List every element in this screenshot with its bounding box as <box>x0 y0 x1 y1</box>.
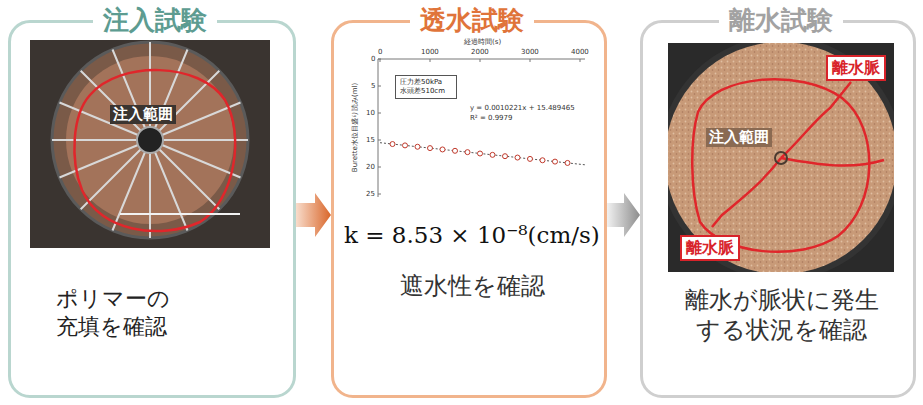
legend-text: 圧力差50kPa 水頭差510cm <box>400 78 452 96</box>
sand-disk <box>668 43 894 272</box>
axis-title: 経過時間(s) <box>464 38 501 47</box>
test-panel: 離水試験離水が脈状に発生 する状況を確認離水脈離水脈 <box>640 20 916 398</box>
hub <box>137 127 163 153</box>
panel-note: 遮水性を確認 <box>400 271 545 301</box>
permeability-chart <box>345 37 595 207</box>
injection-outline <box>74 70 235 231</box>
photo-label: 注入範囲 <box>110 105 176 124</box>
trend-line <box>380 143 585 165</box>
tick-label: 15 <box>366 136 375 145</box>
test-panel: 透水試験k = 8.53 × 10⁻⁸(cm/s)遮水性を確認圧力差50kPa … <box>331 20 607 398</box>
tick-label: 20 <box>366 163 375 172</box>
vein-callout: 離水脈 <box>680 235 740 261</box>
panel-note: 離水が脈状に発生 する状況を確認 <box>679 285 884 345</box>
photo-label: 注入範囲 <box>706 128 772 147</box>
tick-label: 5 <box>371 82 375 91</box>
flow-arrow <box>607 193 640 237</box>
rim <box>668 43 894 272</box>
plate <box>52 42 248 238</box>
callout-text: 離水脈 <box>686 238 734 258</box>
injection-photo <box>30 40 270 248</box>
chart-ticks <box>378 59 580 194</box>
tick-label: 10 <box>366 109 375 118</box>
chart-legend-box: 圧力差50kPa 水頭差510cm <box>395 75 457 99</box>
panel-heading: 注入試験 <box>93 4 217 36</box>
photo-ground <box>30 40 270 248</box>
tick-label: 0 <box>378 48 382 57</box>
dewatering-veins <box>712 82 884 227</box>
test-panel: 注入試験ポリマーの 充填を確認 <box>8 20 296 398</box>
flow-arrow <box>296 193 331 237</box>
axis-title: Burette水位目盛り読み(ml) <box>351 83 360 172</box>
tick-label: 2000 <box>471 48 489 57</box>
tick-label: 1000 <box>421 48 439 57</box>
center-hub <box>775 152 787 164</box>
tick-label: 25 <box>366 190 375 199</box>
regression-equation: y = 0.0010221x + 15.489465 <box>470 104 575 113</box>
panel-heading: 透水試験 <box>410 4 534 36</box>
dewatering-photo <box>659 36 903 280</box>
chart-axes <box>378 59 585 197</box>
tick-label: 0 <box>371 55 375 64</box>
permeability-value: k = 8.53 × 10⁻⁸(cm/s) <box>344 220 600 250</box>
tick-label: 4000 <box>571 48 589 57</box>
ruler-line <box>120 213 240 215</box>
regression-r2: R² = 0.9979 <box>470 114 512 123</box>
tick-label: 3000 <box>521 48 539 57</box>
chart-ground <box>345 37 595 207</box>
callout-text: 離水脈 <box>832 58 880 78</box>
data-points <box>390 142 570 166</box>
spokes <box>52 42 248 238</box>
vein-callout: 離水脈 <box>826 55 886 81</box>
panel-heading: 離水試験 <box>719 4 843 36</box>
panel-note: ポリマーの 充填を確認 <box>56 285 181 341</box>
